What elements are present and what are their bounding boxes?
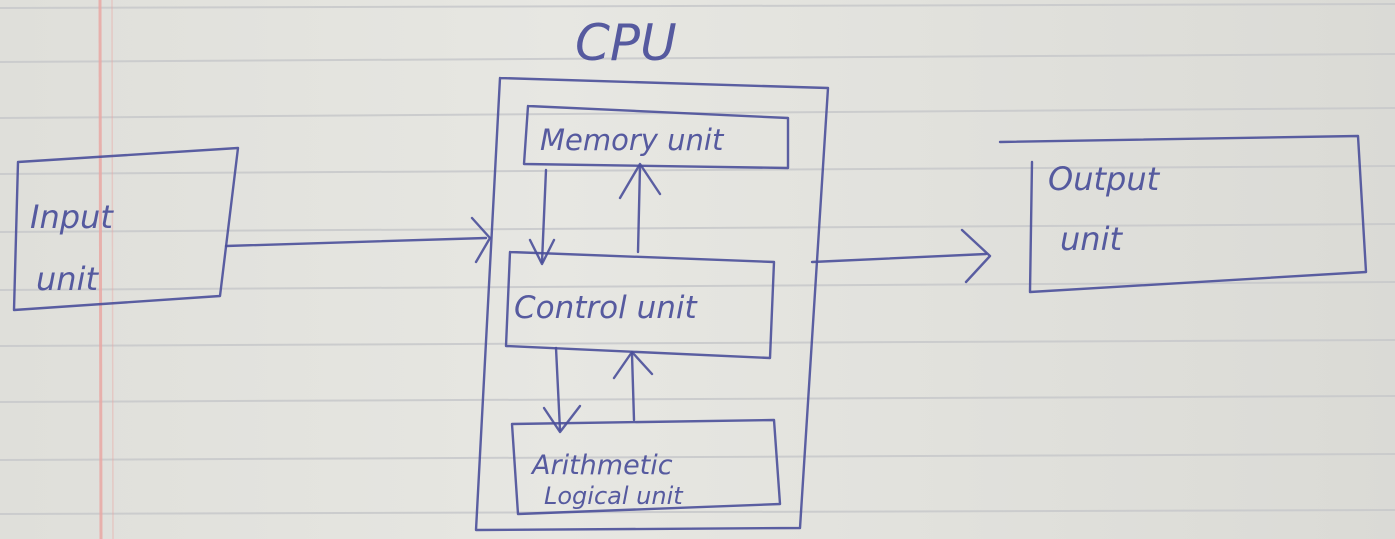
ruled-lines bbox=[0, 3, 1395, 515]
input-unit-label-line2: unit bbox=[36, 260, 99, 298]
input-to-cpu-arrow bbox=[224, 216, 492, 264]
control-to-alu-arrow bbox=[542, 346, 582, 434]
cpu-to-output-arrow bbox=[810, 228, 992, 284]
memory-unit-box bbox=[522, 104, 790, 170]
alu-label-line2: Logical unit bbox=[544, 482, 684, 510]
alu-label-line1: Arithmetic bbox=[530, 450, 673, 481]
cpu-label: CPU bbox=[575, 14, 677, 72]
margin-line bbox=[98, 0, 114, 539]
output-unit-label-line2: unit bbox=[1060, 220, 1123, 258]
output-unit-label-line1: Output bbox=[1048, 160, 1161, 198]
control-unit-label: Control unit bbox=[514, 290, 699, 326]
alu-to-control-arrow bbox=[612, 350, 654, 422]
memory-to-control-arrow bbox=[528, 168, 556, 266]
input-unit-box bbox=[12, 146, 240, 312]
output-unit-box bbox=[998, 134, 1368, 294]
control-unit-box bbox=[504, 250, 776, 360]
alu-box bbox=[510, 418, 782, 516]
control-to-memory-arrow bbox=[618, 162, 662, 254]
input-unit-label-line1: Input bbox=[30, 198, 114, 236]
memory-unit-label: Memory unit bbox=[540, 123, 725, 157]
cpu-box bbox=[474, 76, 830, 532]
